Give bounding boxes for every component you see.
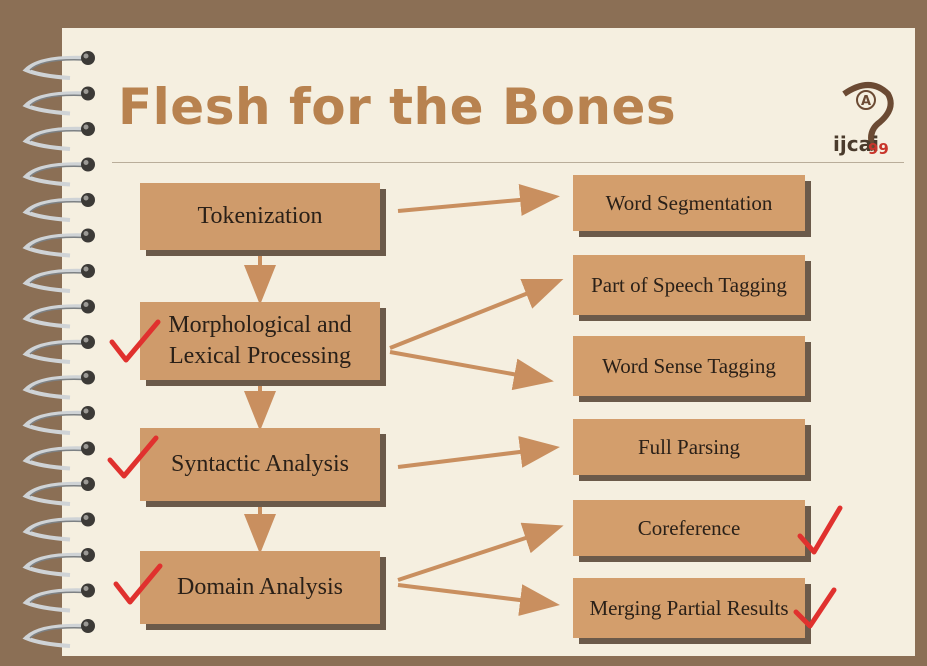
checkmark-icon [800,508,840,552]
checkmark-icon [116,566,160,602]
checkmark-icon [796,590,834,626]
checkmark-icon [112,322,158,360]
checkmark-icon [110,438,156,476]
